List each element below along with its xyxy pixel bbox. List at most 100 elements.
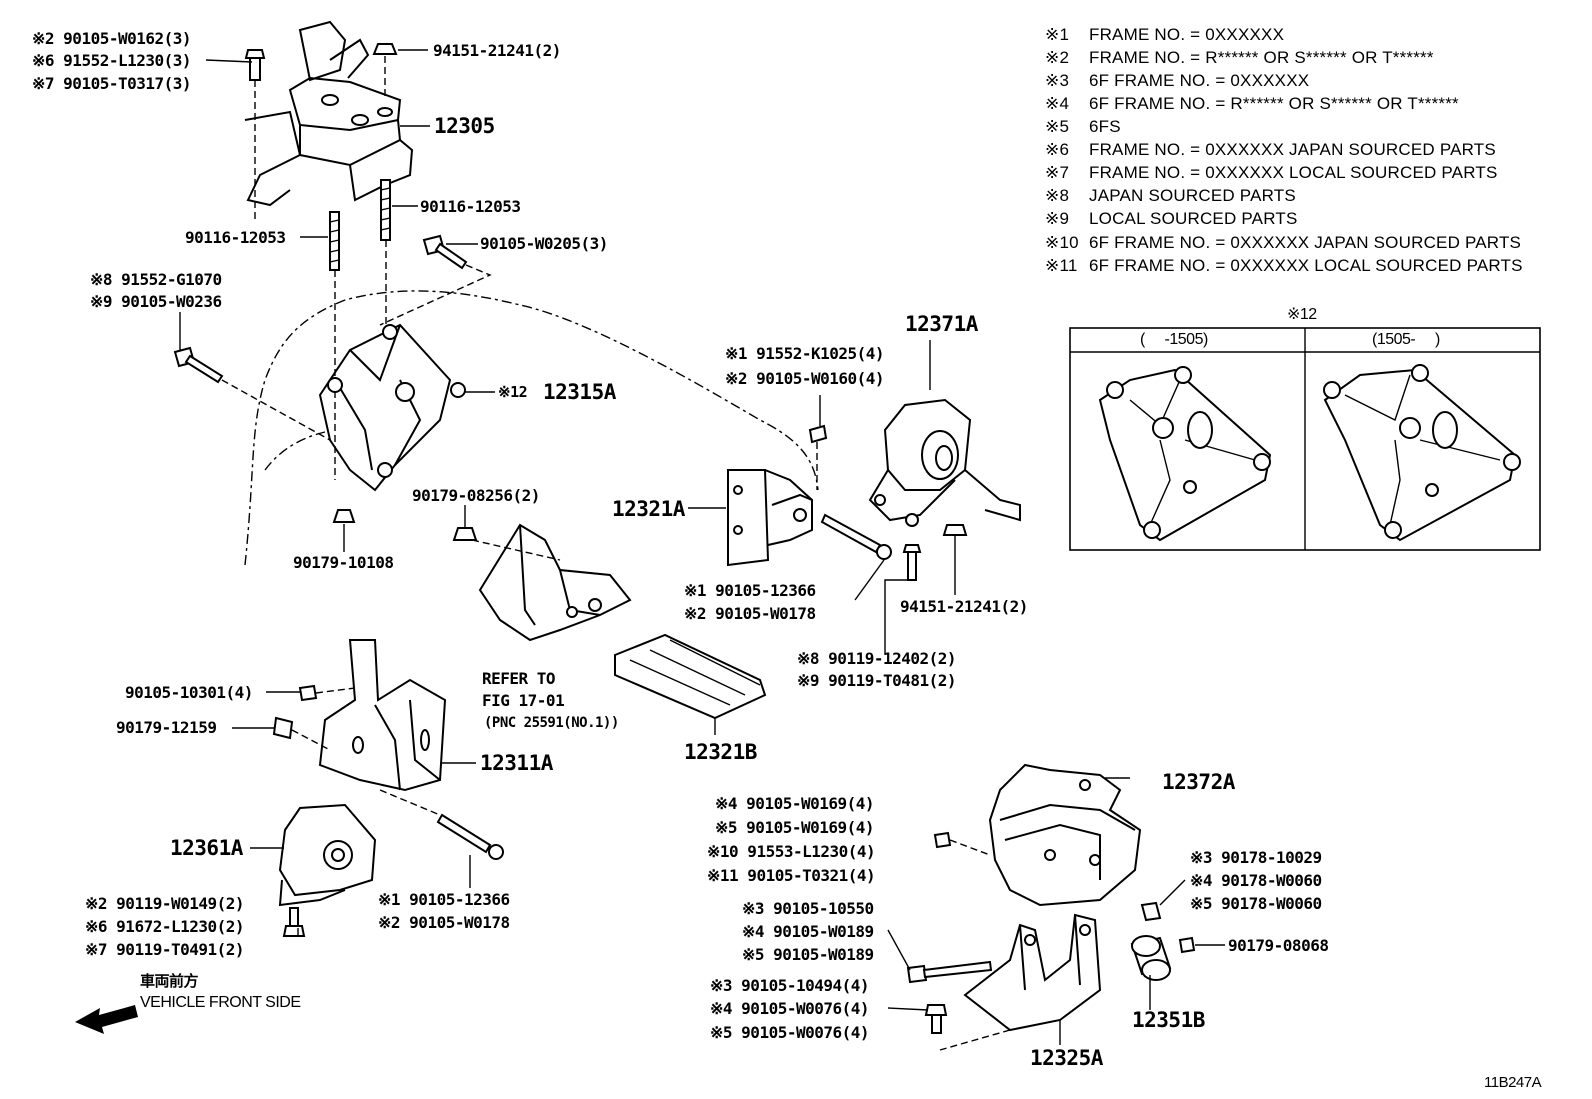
label-b-top1[interactable]: ※2 90105-W0162(3) [32, 29, 192, 48]
label-12351B[interactable]: 12351B [1132, 1008, 1205, 1032]
label-b-t0321[interactable]: ※11 90105-T0321(4) [707, 866, 876, 885]
bolt-w0205-drawing [379, 234, 492, 326]
label-b-w0076b[interactable]: ※5 90105-W0076(4) [710, 1023, 870, 1042]
label-b-w0076a[interactable]: ※4 90105-W0076(4) [710, 999, 870, 1018]
label-b-g1070[interactable]: ※8 91552-G1070 [90, 270, 222, 289]
label-n-08068[interactable]: 90179-08068 [1228, 936, 1329, 955]
label-b-l1230b[interactable]: ※6 91672-L1230(2) [85, 917, 245, 936]
label-12361A[interactable]: 12361A [170, 836, 243, 860]
label-nut-21241b[interactable]: 94151-21241(2) [900, 597, 1028, 616]
label-n-w0060b[interactable]: ※5 90178-W0060 [1190, 894, 1322, 913]
label-12321A[interactable]: 12321A [612, 497, 685, 521]
label-b-10301[interactable]: 90105-10301(4) [125, 683, 253, 702]
variant-col-left: ( -1505) [1140, 331, 1208, 348]
bolt-w0149-drawing [282, 907, 306, 937]
label-b-w0236[interactable]: ※9 90105-W0236 [90, 292, 222, 311]
part-12361A-drawing [278, 803, 377, 907]
variant-table-title: ※12 [1287, 306, 1317, 323]
refer-line-3: (PNC 25591(NO.1)) [484, 715, 619, 731]
label-nut-12159[interactable]: 90179-12159 [116, 718, 217, 737]
label-b-w0169b[interactable]: ※5 90105-W0169(4) [715, 818, 875, 837]
variant-col-right: (1505- ) [1372, 331, 1440, 348]
variant-left-bracket [1098, 366, 1272, 542]
label-b-top2[interactable]: ※6 91552-L1230(3) [32, 51, 192, 70]
label-stud-r[interactable]: 90116-12053 [420, 197, 521, 216]
label-b-k1025[interactable]: ※1 91552-K1025(4) [725, 344, 885, 363]
label-nut-10108[interactable]: 90179-10108 [293, 553, 394, 572]
label-b-10550[interactable]: ※3 90105-10550 [742, 899, 874, 918]
part-12371A-drawing [868, 340, 1021, 527]
nut-top-drawing [372, 43, 398, 100]
label-b-10494[interactable]: ※3 90105-10494(4) [710, 976, 870, 995]
label-n-10029[interactable]: ※3 90178-10029 [1190, 848, 1322, 867]
engine-outline [244, 290, 819, 566]
label-nut-top[interactable]: 94151-21241(2) [433, 41, 561, 60]
nut-10029-drawing [1140, 901, 1162, 922]
label-b-w0160[interactable]: ※2 90105-W0160(4) [725, 369, 885, 388]
label-12321B[interactable]: 12321B [684, 740, 757, 764]
label-12372A[interactable]: 12372A [1162, 770, 1235, 794]
label-12305[interactable]: 12305 [434, 114, 495, 138]
part-12305-drawing [244, 20, 414, 207]
label-12315A-key[interactable]: ※12 [498, 383, 528, 401]
part-12311A-drawing [318, 639, 447, 792]
label-b-12402[interactable]: ※8 90119-12402(2) [797, 649, 957, 668]
label-12315A[interactable]: 12315A [543, 380, 616, 404]
nut-21241b-drawing [942, 524, 968, 536]
label-nut-08256[interactable]: 90179-08256(2) [412, 486, 540, 505]
label-bolt-w0205[interactable]: 90105-W0205(3) [480, 234, 608, 253]
label-b-t0481[interactable]: ※9 90119-T0481(2) [797, 671, 957, 690]
label-stud-l[interactable]: 90116-12053 [185, 228, 286, 247]
label-12311A[interactable]: 12311A [480, 751, 553, 775]
part-12315A-drawing [318, 323, 466, 492]
bolt-k1025-drawing [808, 424, 828, 490]
nut-08068-drawing [1178, 936, 1196, 954]
label-b-t0491[interactable]: ※7 90119-T0491(2) [85, 940, 245, 959]
label-b-w0189b[interactable]: ※5 90105-W0189 [742, 945, 874, 964]
label-b-l1230c[interactable]: ※10 91553-L1230(4) [707, 842, 876, 861]
vehicle-front-arrow [75, 1005, 138, 1034]
label-n-w0060a[interactable]: ※4 90178-W0060 [1190, 871, 1322, 890]
engine-outline-inner [264, 431, 326, 471]
label-b-w0189a[interactable]: ※4 90105-W0189 [742, 922, 874, 941]
label-b-12366b[interactable]: ※1 90105-12366 [378, 890, 510, 909]
variant-table [1069, 327, 1541, 551]
label-12371A[interactable]: 12371A [905, 312, 978, 336]
bolt-10494-drawing [924, 1004, 948, 1034]
refer-line-2: FIG 17-01 [482, 691, 565, 710]
bolt-12402-drawing [902, 544, 922, 581]
label-b-w0169a[interactable]: ※4 90105-W0169(4) [715, 794, 875, 813]
nut-12159-drawing [272, 716, 331, 751]
label-b-w0149[interactable]: ※2 90119-W0149(2) [85, 894, 245, 913]
bolt-10550-drawing [906, 960, 993, 984]
label-b-12366a[interactable]: ※1 90105-12366 [684, 581, 816, 600]
bolt-top-drawing [244, 49, 266, 220]
label-b-w0178b[interactable]: ※2 90105-W0178 [378, 913, 510, 932]
nut-10108-drawing [332, 509, 356, 523]
bolt-g1070-drawing [173, 346, 331, 441]
bolt-10301-drawing [298, 684, 356, 702]
diagram-id: 11B247A [1484, 1074, 1542, 1091]
refer-line-1: REFER TO [482, 669, 556, 688]
part-12321A-drawing [727, 469, 813, 567]
studs-drawing [329, 179, 391, 480]
label-b-w0178a[interactable]: ※2 90105-W0178 [684, 604, 816, 623]
part-12325A-drawing [939, 913, 1102, 1051]
front-note-ja: 車両前方 [140, 972, 199, 990]
label-b-top3[interactable]: ※7 90105-T0317(3) [32, 74, 192, 93]
label-12325A[interactable]: 12325A [1030, 1046, 1103, 1070]
bolt-12366b-drawing [379, 789, 504, 860]
